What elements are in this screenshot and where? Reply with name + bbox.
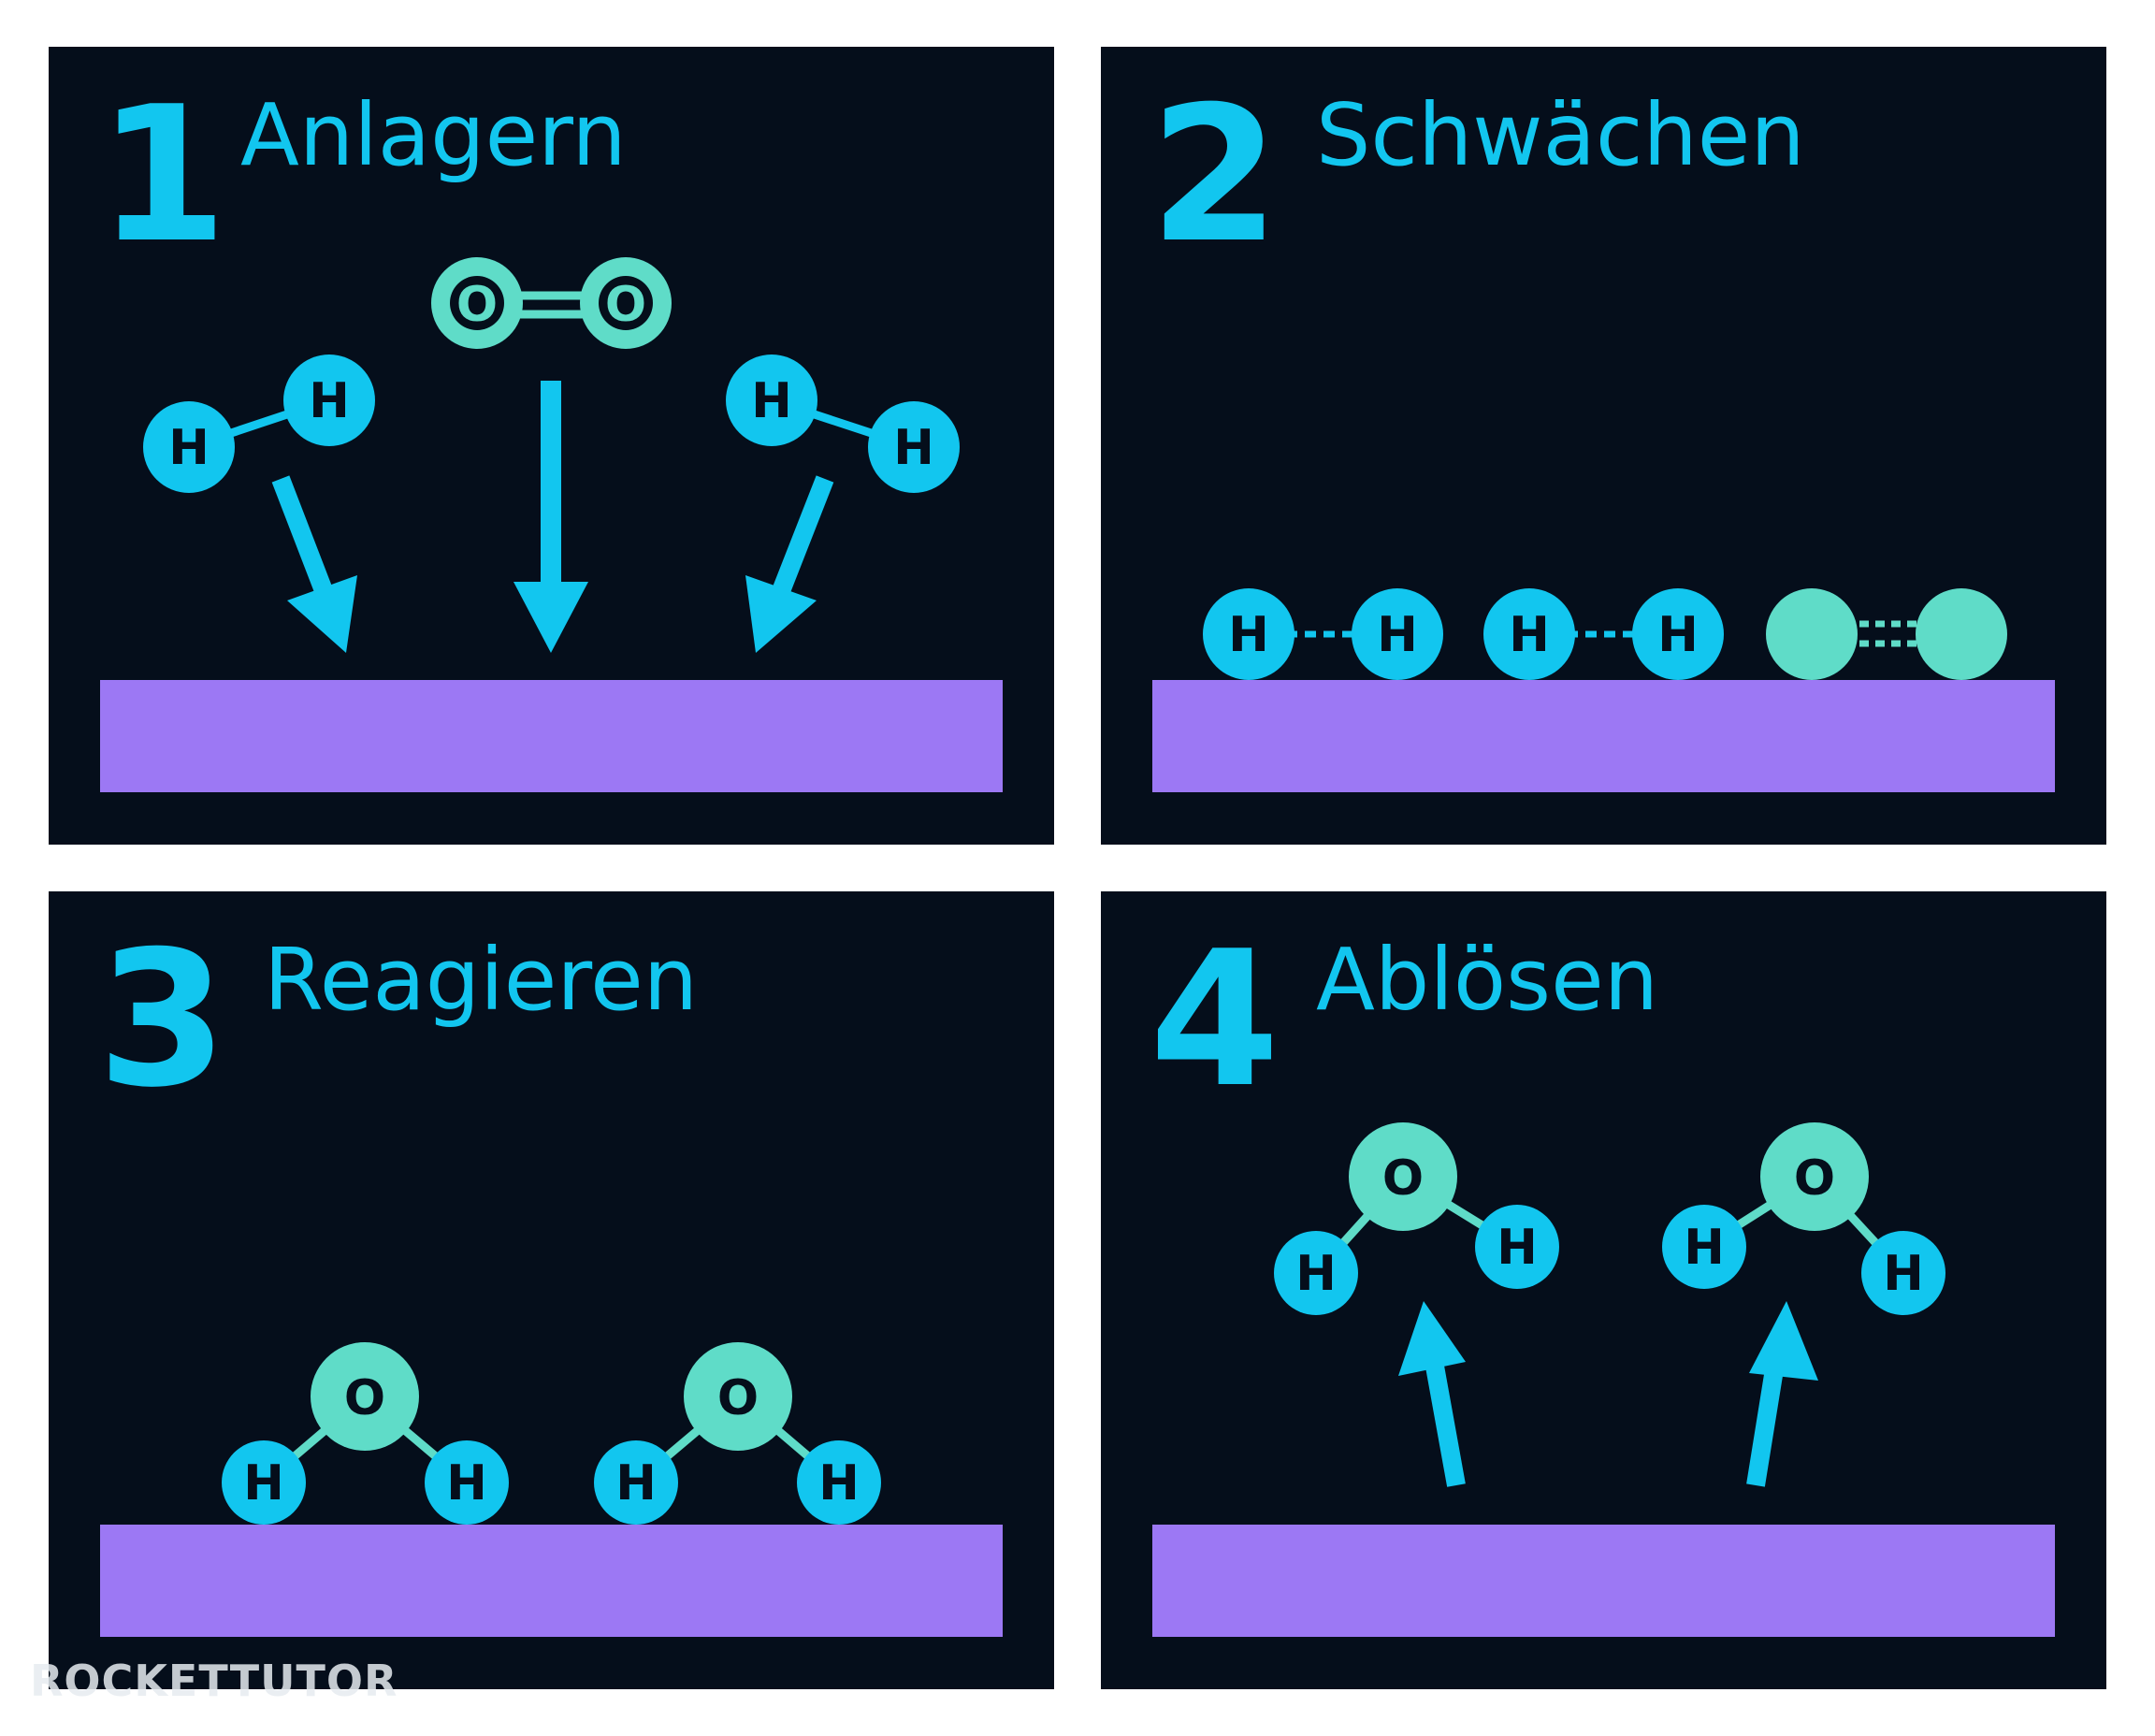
svg-text:H: H <box>309 373 350 429</box>
water-molecule-left: O H H <box>222 1342 509 1525</box>
hydrogen-molecule-right: H H <box>726 354 960 493</box>
oxygen-atom <box>1766 588 1858 680</box>
catalyst-surface <box>1152 680 2055 792</box>
catalyst-surface <box>1152 1525 2055 1637</box>
hydrogen-atom <box>1483 588 1575 680</box>
hydrogen-atom <box>143 401 235 493</box>
catalyst-surface <box>100 680 1003 792</box>
svg-text:H: H <box>1295 1246 1337 1302</box>
oxygen-atom <box>684 1342 792 1451</box>
svg-text:H: H <box>751 373 792 429</box>
svg-text:O: O <box>1794 1150 1835 1207</box>
water-molecule-right: O H H <box>1662 1122 1945 1315</box>
hydrogen-atom <box>1203 588 1294 680</box>
watermark-logo: ROCKETTUTOR <box>30 1656 398 1706</box>
water-molecule-left: O H H <box>1274 1122 1559 1315</box>
step-title: Schwächen <box>1316 85 1805 185</box>
svg-text:H: H <box>1509 607 1550 663</box>
step-number: 3 <box>97 911 228 1129</box>
step-title: Reagieren <box>264 930 699 1030</box>
arrow-up-icon <box>1746 1301 1818 1487</box>
arrow-down-icon <box>513 381 588 653</box>
svg-text:H: H <box>1883 1246 1924 1302</box>
svg-text:H: H <box>243 1455 284 1512</box>
arrow-up-icon <box>1398 1301 1466 1487</box>
water-molecule-right: O H H <box>594 1342 881 1525</box>
weakening-diagram: H H H H <box>1152 588 2055 792</box>
svg-text:O: O <box>344 1370 385 1426</box>
step-title: Anlagern <box>240 85 627 185</box>
hydrogen-atom <box>868 401 960 493</box>
arrow-down-icon <box>271 475 357 653</box>
reaction-diagram: O H H O H H <box>100 1342 1003 1637</box>
svg-text:H: H <box>1657 607 1699 663</box>
svg-text:H: H <box>818 1455 860 1512</box>
step-panel-reaction: O H H O H H 3 Reagieren <box>49 891 1054 1689</box>
step-panel-desorption: O H H O H H 4 Ablösen <box>1101 891 2106 1689</box>
step-panel-weakening: H H H H 2 Schwächen <box>1101 47 2106 845</box>
hydrogen-atom <box>1632 588 1724 680</box>
step-title: Ablösen <box>1316 930 1659 1030</box>
oxygen-molecule: O O <box>431 257 672 349</box>
svg-text:H: H <box>893 420 934 476</box>
hydrogen-atom <box>594 1440 678 1525</box>
hydrogen-atom <box>1475 1205 1559 1289</box>
desorption-diagram: O H H O H H <box>1152 1122 2055 1637</box>
hydrogen-molecule-left: H H <box>143 354 375 493</box>
arrow-down-icon <box>745 475 834 653</box>
hydrogen-atom <box>797 1440 881 1525</box>
hydrogen-atom <box>1662 1205 1746 1289</box>
svg-text:H: H <box>1377 607 1418 663</box>
svg-text:H: H <box>1684 1220 1725 1276</box>
oxygen-atom <box>1349 1122 1457 1231</box>
hydrogen-atom <box>283 354 375 446</box>
step-number: 2 <box>1150 66 1280 284</box>
hydrogen-atom <box>1352 588 1443 680</box>
svg-text:O: O <box>456 277 498 333</box>
adsorption-diagram: O O H H H H <box>100 257 1003 792</box>
svg-text:H: H <box>1228 607 1269 663</box>
svg-text:H: H <box>1497 1220 1538 1276</box>
oxygen-atom <box>311 1342 419 1451</box>
svg-text:H: H <box>615 1455 657 1512</box>
svg-text:O: O <box>605 277 646 333</box>
oxygen-atom <box>1760 1122 1869 1231</box>
svg-text:O: O <box>1382 1150 1424 1207</box>
svg-text:H: H <box>168 420 210 476</box>
hydrogen-atom <box>425 1440 509 1525</box>
svg-text:H: H <box>446 1455 487 1512</box>
hydrogen-atom <box>1274 1231 1358 1315</box>
oxygen-atom <box>1916 588 2007 680</box>
hydrogen-atom <box>726 354 817 446</box>
svg-text:O: O <box>717 1370 759 1426</box>
catalyst-surface <box>100 1525 1003 1637</box>
step-panel-adsorption: O O H H H H <box>49 47 1054 845</box>
hydrogen-atom <box>222 1440 306 1525</box>
hydrogen-atom <box>1861 1231 1945 1315</box>
step-number: 4 <box>1150 911 1280 1129</box>
step-number: 1 <box>97 66 228 284</box>
